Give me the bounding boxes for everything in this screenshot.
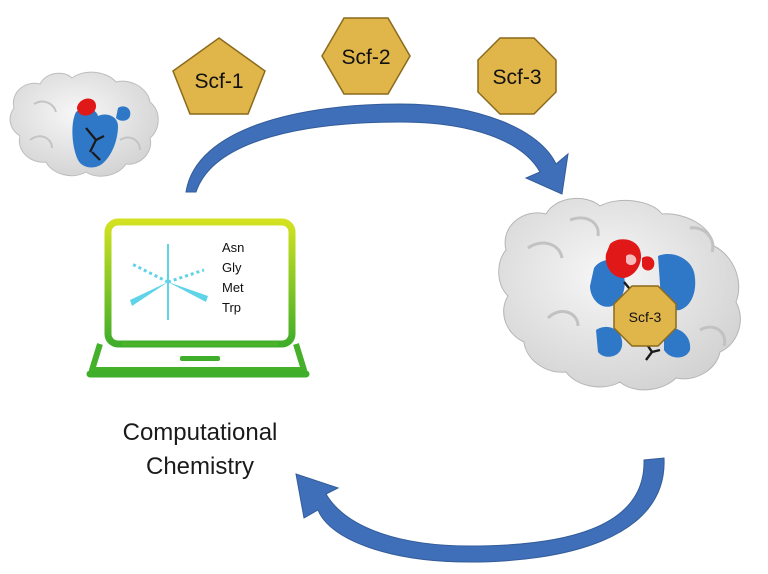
scaffold-label-2: Scf-2 bbox=[341, 46, 390, 69]
ligand-sketch-icon bbox=[130, 244, 208, 320]
scaffold-octagon: Scf-3 bbox=[477, 37, 557, 115]
computational-chemistry-caption: Computational Chemistry bbox=[80, 416, 320, 484]
residue-label-4: Trp bbox=[222, 300, 241, 315]
bound-scaffold-octagon: Scf-3 bbox=[613, 285, 677, 347]
scaffold-pentagon: Scf-1 bbox=[172, 37, 266, 115]
caption-line-1: Computational bbox=[122, 419, 278, 446]
laptop-icon: Asn Gly Met Trp bbox=[86, 218, 310, 378]
scaffold-label-3: Scf-3 bbox=[492, 66, 541, 89]
residue-label-2: Gly bbox=[222, 260, 242, 275]
scaffold-label-1: Scf-1 bbox=[194, 70, 243, 93]
residue-label-3: Met bbox=[222, 280, 244, 295]
top-cycle-arrow bbox=[185, 103, 569, 195]
residue-label-1: Asn bbox=[222, 240, 244, 255]
scaffold-hexagon: Scf-2 bbox=[321, 17, 411, 95]
bottom-cycle-arrow bbox=[295, 457, 665, 563]
protein-surface-large bbox=[498, 197, 741, 391]
bound-scaffold-label: Scf-3 bbox=[629, 309, 662, 325]
caption-line-2: Chemistry bbox=[145, 453, 254, 480]
protein-surface-small bbox=[9, 71, 159, 177]
